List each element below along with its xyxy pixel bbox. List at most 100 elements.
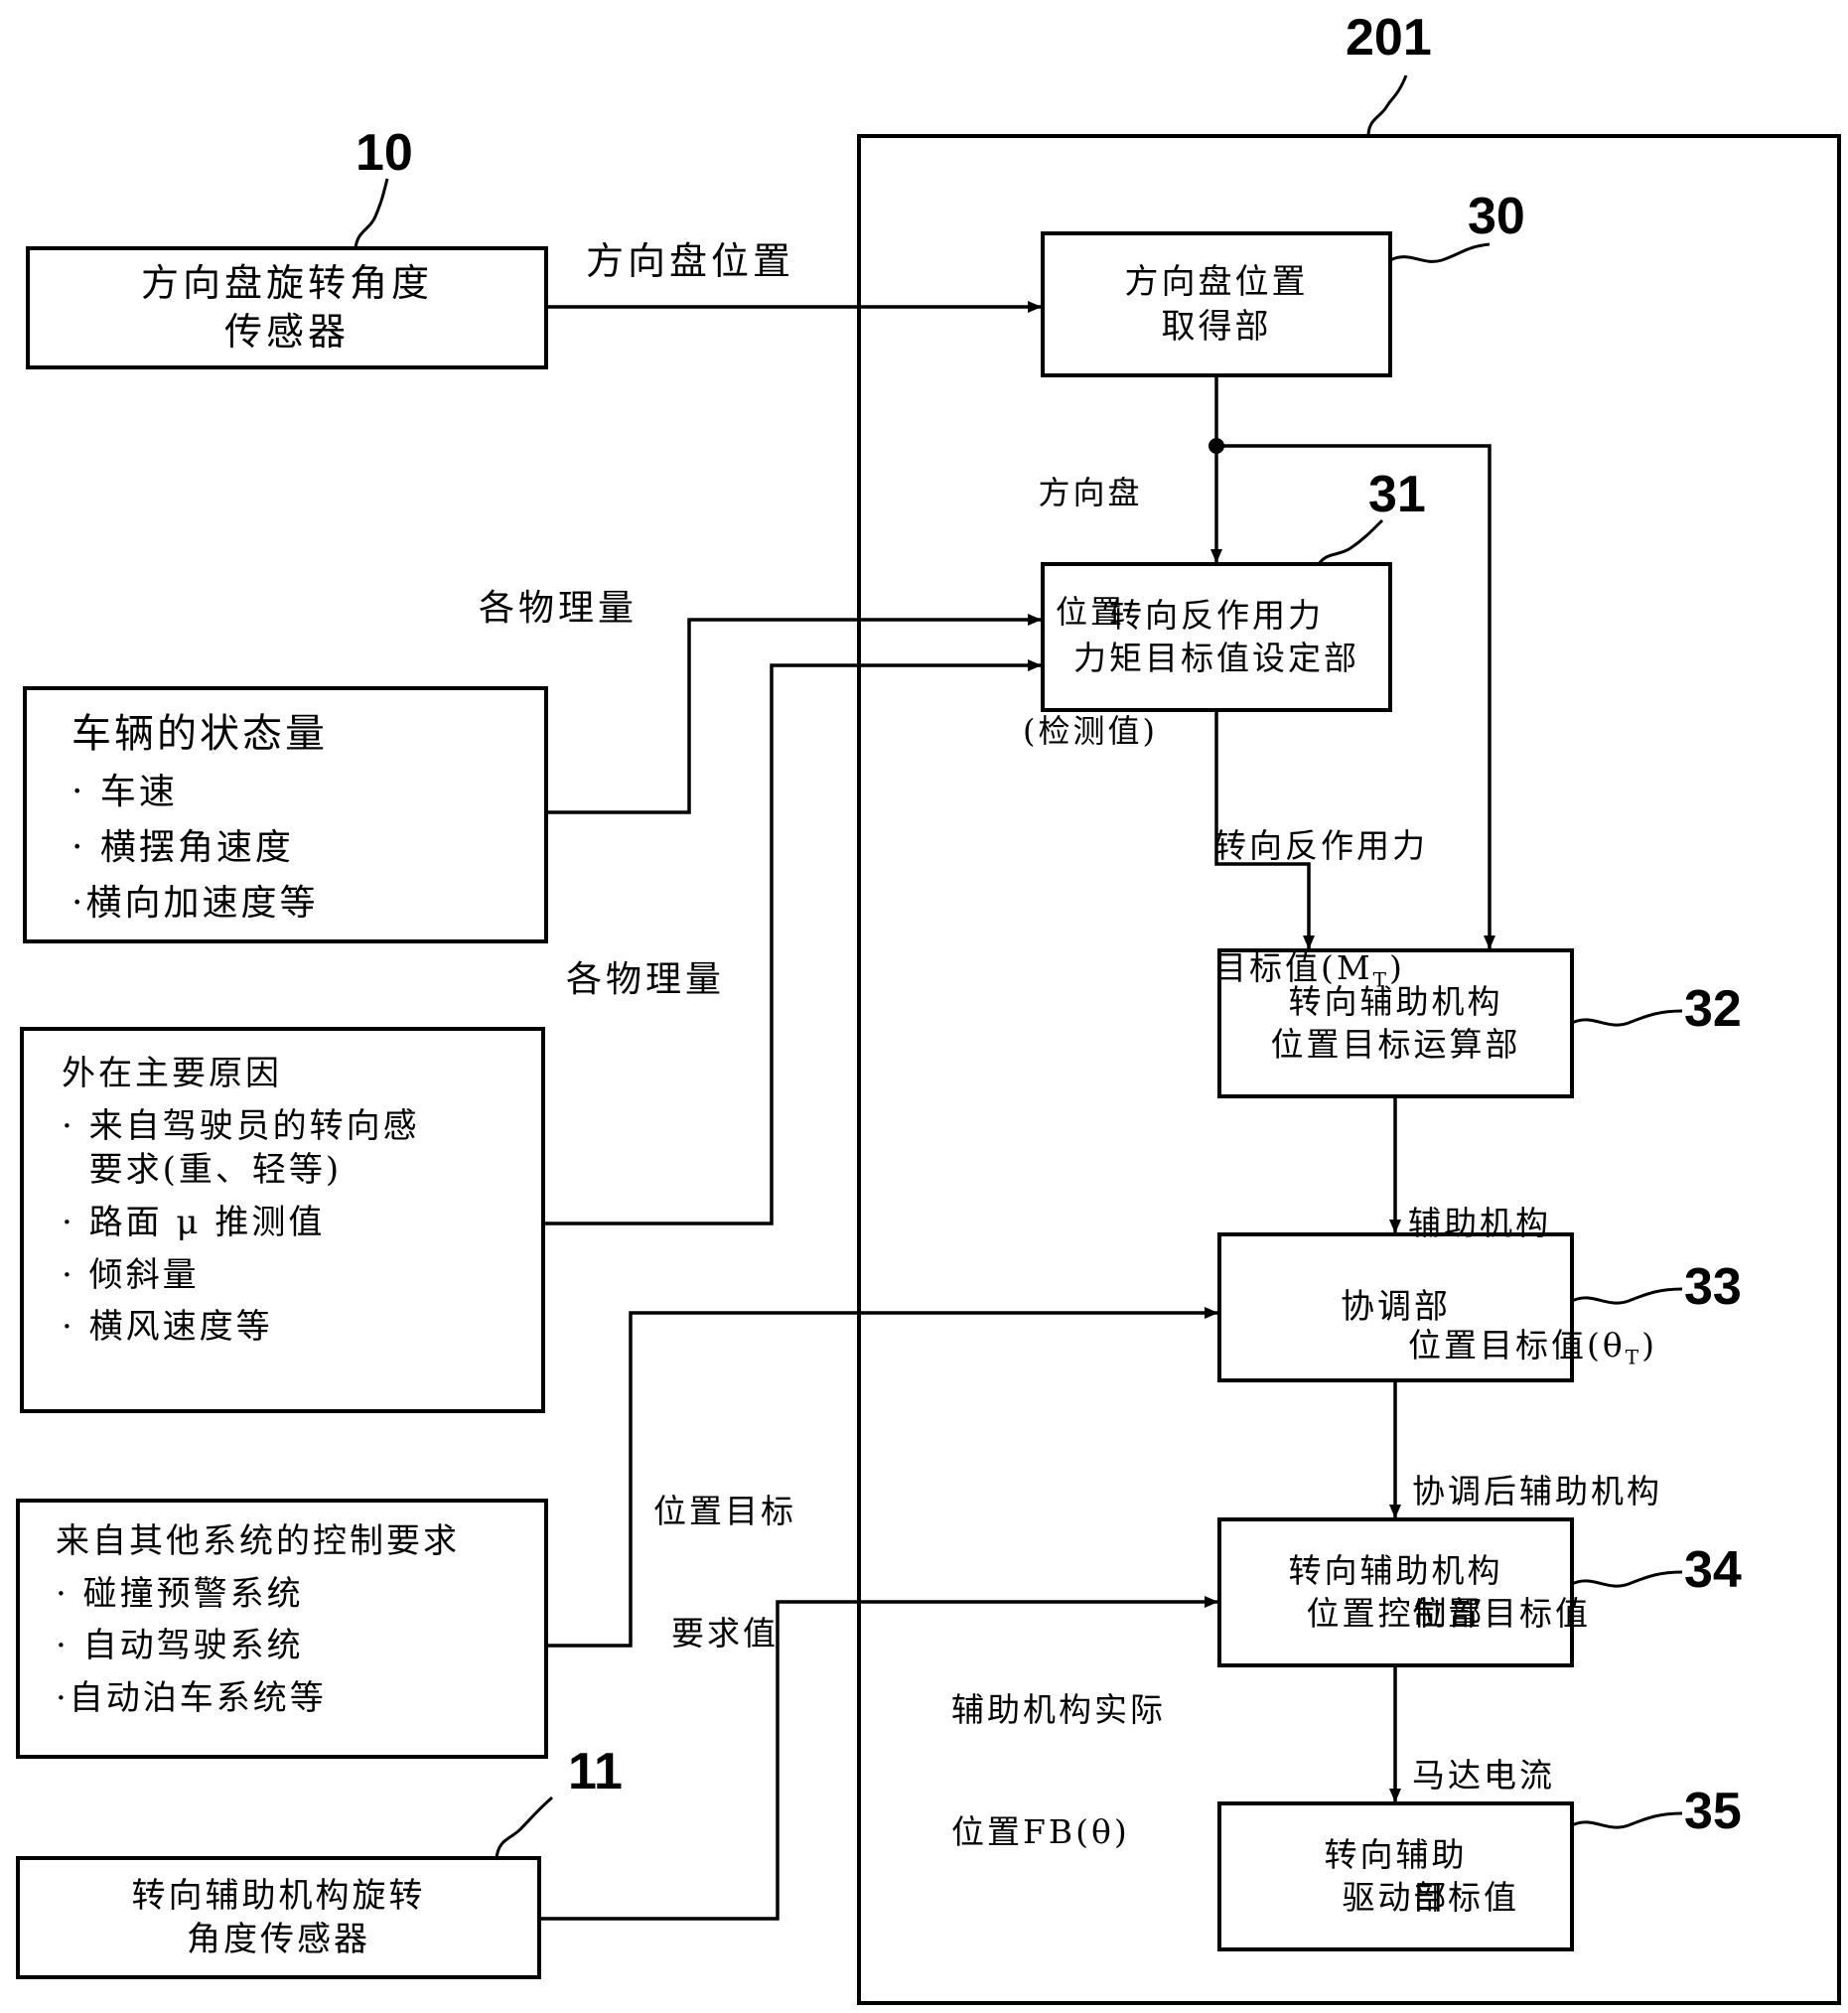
signal-detected-line2: 位置 xyxy=(1055,593,1125,631)
block-30-line1: 方向盘位置 xyxy=(1124,262,1309,303)
signal-motor-current: 马达电流 目标值 xyxy=(1412,1672,1555,1959)
signal-torque-target-text: 目标值(M xyxy=(1213,948,1373,988)
block-35-line2: 驱动部 xyxy=(1342,1877,1450,1917)
external-item: 要求(重、轻等) xyxy=(62,1150,343,1191)
external-item: · 路面 μ 推测值 xyxy=(62,1203,326,1243)
input-box-other-systems xyxy=(16,1499,548,1759)
assist-sensor-line1: 转向辅助机构旋转 xyxy=(131,1875,426,1916)
wheel-sensor-line1: 方向盘旋转角度 xyxy=(140,260,433,305)
leader-32 xyxy=(1571,1009,1683,1027)
assist-sensor-line2: 角度传感器 xyxy=(187,1920,370,1959)
signal-motor-current-line2: 目标值 xyxy=(1412,1878,1519,1918)
block-35-label: 转向辅助 驱动部 xyxy=(1219,1803,1572,1949)
leader-35 xyxy=(1571,1811,1683,1829)
leader-10 xyxy=(354,178,389,249)
arrow-branch-32 xyxy=(1216,444,1495,949)
signal-torque-target-line1: 转向反作用力 xyxy=(1213,825,1428,865)
external-item: · 倾斜量 xyxy=(62,1254,200,1295)
vehicle-state-title: 车辆的状态量 xyxy=(71,711,328,757)
ref-201: 201 xyxy=(1346,9,1432,67)
signal-feedback-line1: 辅助机构实际 xyxy=(951,1689,1166,1729)
external-title: 外在主要原因 xyxy=(62,1054,282,1093)
signal-detected-line1: 方向盘 xyxy=(1038,474,1143,511)
block-34-label: 转向辅助机构 位置控制部 xyxy=(1219,1519,1572,1665)
ref-11: 11 xyxy=(568,1743,623,1800)
block-32-line2: 位置目标运算部 xyxy=(1270,1024,1521,1064)
signal-assist-target-line2: 位置目标值(θT) xyxy=(1408,1325,1657,1370)
ecu-frame-201 xyxy=(857,134,1841,2005)
other-systems-item: · 碰撞预警系统 xyxy=(56,1573,304,1614)
signal-physical-2: 各物理量 xyxy=(566,959,726,1000)
block-31-line1: 转向反作用力 xyxy=(1109,595,1324,635)
signal-assist-target-text: 位置目标值(θ xyxy=(1408,1326,1626,1366)
vehicle-state-item: · 横摆角速度 xyxy=(71,826,294,868)
block-30-label: 方向盘位置 取得部 xyxy=(1043,233,1390,375)
block-35-line1: 转向辅助 xyxy=(1324,1834,1468,1874)
branch-junction-dot xyxy=(1208,438,1224,454)
block-30-line2: 取得部 xyxy=(1161,306,1272,347)
block-32-line1: 转向辅助机构 xyxy=(1288,981,1503,1021)
ref-10: 10 xyxy=(355,124,413,182)
block-35 xyxy=(1217,1801,1574,1951)
external-item: · 来自驾驶员的转向感 xyxy=(62,1105,420,1146)
signal-detected-line3: (检测值) xyxy=(1023,712,1158,750)
arrow-31-32 xyxy=(1214,710,1315,949)
other-systems-item: ·自动泊车系统等 xyxy=(56,1678,327,1719)
signal-torque-target-sub: T xyxy=(1372,967,1390,992)
arrow-other-systems xyxy=(546,1307,1218,1648)
signal-torque-target-end: ) xyxy=(1389,948,1405,988)
signal-pos-request-line2: 要求值 xyxy=(671,1614,779,1654)
signal-coordinated-line1: 协调后辅助机构 xyxy=(1412,1471,1662,1510)
arrow-feedback xyxy=(539,1596,1218,1921)
leader-31 xyxy=(1317,518,1384,565)
block-33-line1: 协调部 xyxy=(1341,1287,1451,1328)
arrow-vehicle-state xyxy=(546,614,1042,814)
ref-34: 34 xyxy=(1684,1541,1742,1599)
ref-31: 31 xyxy=(1368,466,1426,523)
other-systems-title: 来自其他系统的控制要求 xyxy=(56,1521,460,1561)
wheel-sensor-line2: 传感器 xyxy=(223,310,350,354)
signal-assist-target-end: ) xyxy=(1641,1326,1657,1366)
signal-feedback: 辅助机构实际 位置FB(θ) xyxy=(951,1607,1166,1894)
assist-sensor-label: 转向辅助机构旋转 角度传感器 xyxy=(18,1858,539,1977)
signal-physical-1: 各物理量 xyxy=(479,588,639,629)
leader-11 xyxy=(495,1796,553,1859)
vehicle-state-item: · 车速 xyxy=(71,772,178,812)
ref-32: 32 xyxy=(1684,980,1742,1038)
signal-pos-request: 位置目标 要求值 xyxy=(653,1408,796,1695)
leader-33 xyxy=(1571,1287,1683,1305)
input-box-vehicle-state xyxy=(23,686,548,943)
signal-torque-target-line2: 目标值(MT) xyxy=(1213,947,1428,993)
signal-torque-target: 转向反作用力 目标值(MT) xyxy=(1213,743,1428,1034)
signal-motor-current-line1: 马达电流 xyxy=(1412,1755,1555,1795)
signal-detected: 方向盘 位置 (检测值) xyxy=(1023,393,1158,791)
other-systems-list: 来自其他系统的控制要求 · 碰撞预警系统 · 自动驾驶系统 ·自动泊车系统等 xyxy=(56,1515,460,1725)
signal-assist-target: 辅助机构 位置目标值(θT) xyxy=(1408,1120,1657,1411)
vehicle-state-item: ·横向加速度等 xyxy=(71,882,319,924)
signal-feedback-line2: 位置FB(θ) xyxy=(951,1812,1130,1852)
block-31-line2: 力矩目标值设定部 xyxy=(1073,638,1359,677)
signal-assist-target-line1: 辅助机构 xyxy=(1408,1203,1551,1242)
signal-coordinated: 协调后辅助机构 位置目标值 xyxy=(1412,1388,1662,1675)
signal-assist-target-sub: T xyxy=(1625,1345,1642,1369)
external-factors-list: 外在主要原因 · 来自驾驶员的转向感 要求(重、轻等) · 路面 μ 推测值 ·… xyxy=(62,1048,420,1354)
block-33-label: 协调部 xyxy=(1219,1234,1572,1380)
ref-35: 35 xyxy=(1684,1783,1742,1840)
external-item: · 横风速度等 xyxy=(62,1307,273,1348)
leader-30 xyxy=(1389,242,1491,263)
signal-pos-request-line1: 位置目标 xyxy=(653,1491,796,1530)
leader-201 xyxy=(1366,74,1408,137)
ref-33: 33 xyxy=(1684,1258,1742,1316)
leader-34 xyxy=(1571,1570,1683,1588)
vehicle-state-list: 车辆的状态量 · 车速 · 横摆角速度 ·横向加速度等 xyxy=(71,703,328,931)
block-32-label: 转向辅助机构 位置目标运算部 xyxy=(1219,950,1572,1096)
ref-30: 30 xyxy=(1468,188,1525,245)
input-box-external xyxy=(20,1027,545,1413)
arrow-external xyxy=(543,659,1042,1225)
block-34-line1: 转向辅助机构 xyxy=(1288,1550,1503,1590)
wheel-sensor-label: 方向盘旋转角度 传感器 xyxy=(28,248,546,367)
other-systems-item: · 自动驾驶系统 xyxy=(56,1626,304,1666)
block-31-label: 转向反作用力 力矩目标值设定部 xyxy=(1043,564,1390,710)
block-34-line2: 位置控制部 xyxy=(1306,1593,1486,1633)
